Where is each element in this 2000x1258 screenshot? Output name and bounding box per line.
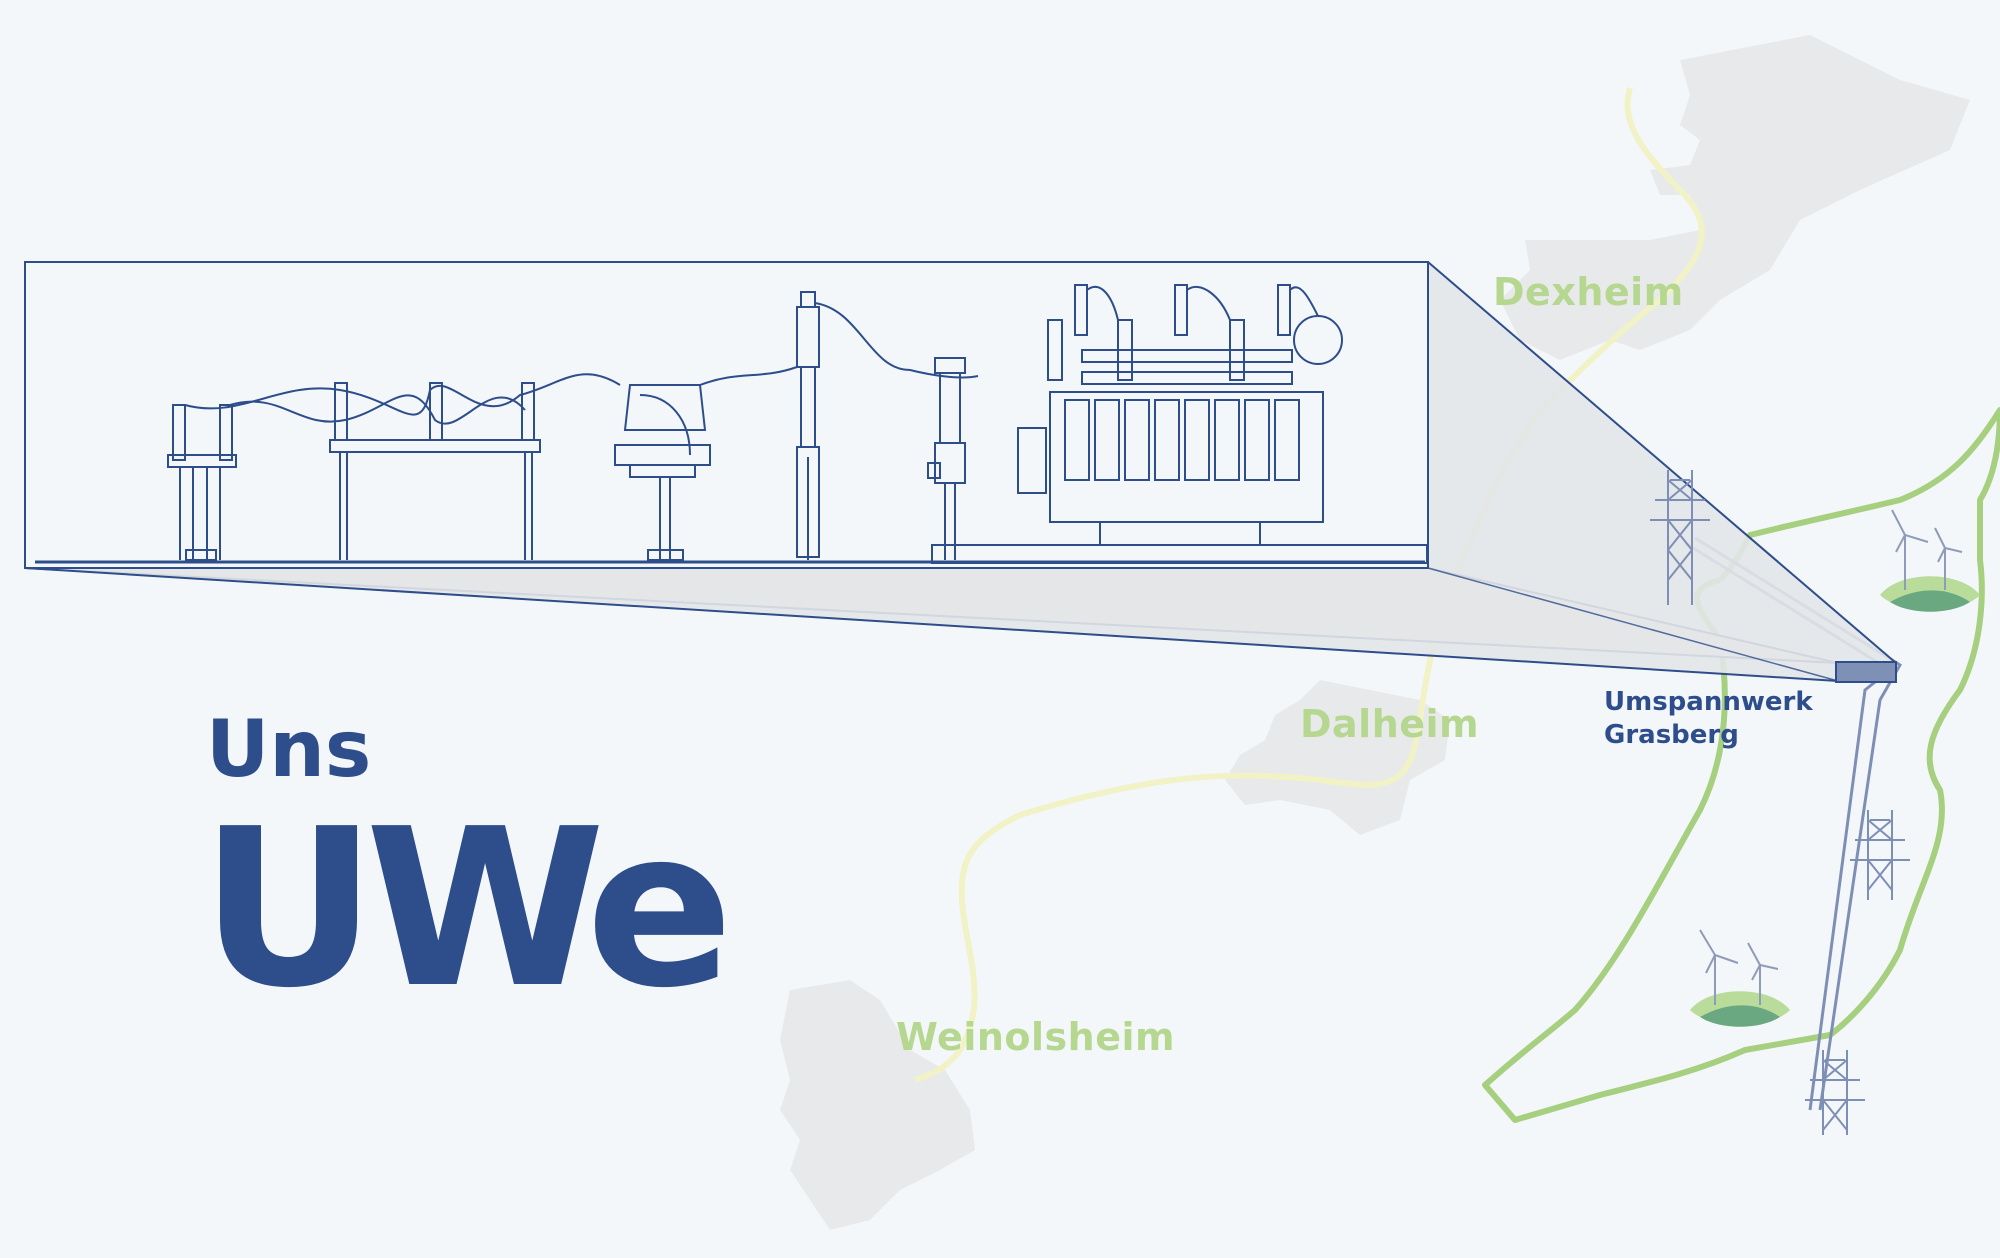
wind-turbine-icon-group [1690, 509, 1980, 1027]
settlement-weinolsheim [780, 980, 975, 1230]
surge-arrester [167, 404, 237, 561]
substation-label-line2: Grasberg [1604, 720, 1739, 750]
transmission-tower-icon-group [1650, 470, 1910, 1135]
substation-inset-box [24, 261, 1429, 569]
power-transformer [931, 284, 1428, 564]
town-label-weinolsheim: Weinolsheim [896, 1015, 1176, 1059]
settlement-dexheim [1500, 35, 1970, 360]
road [914, 87, 1705, 1083]
settlement-dalheim [1225, 680, 1450, 835]
substation-label: Umspannwerk Grasberg [1604, 686, 1813, 752]
transmission-tower-icon [1850, 810, 1910, 900]
wind-turbine-icon [1880, 509, 1980, 612]
voltage-transformer [927, 357, 966, 560]
current-transformer [796, 291, 820, 560]
town-label-dexheim: Dexheim [1493, 270, 1684, 314]
transmission-tower-icon [1805, 1050, 1865, 1135]
title-big: UWe [200, 783, 734, 1036]
transmission-tower-icon [1650, 470, 1710, 605]
title-small: Uns [206, 705, 372, 795]
circuit-breaker [614, 384, 711, 561]
settlement-areas [780, 35, 1970, 1230]
substation-marker [1835, 661, 1897, 683]
town-label-dalheim: Dalheim [1300, 702, 1480, 746]
substation-equipment-drawing [35, 284, 1428, 564]
busbar-gantry [184, 373, 621, 560]
substation-label-line1: Umspannwerk [1604, 687, 1813, 717]
municipality-boundary [1482, 407, 2000, 1123]
wind-turbine-icon [1690, 929, 1790, 1027]
